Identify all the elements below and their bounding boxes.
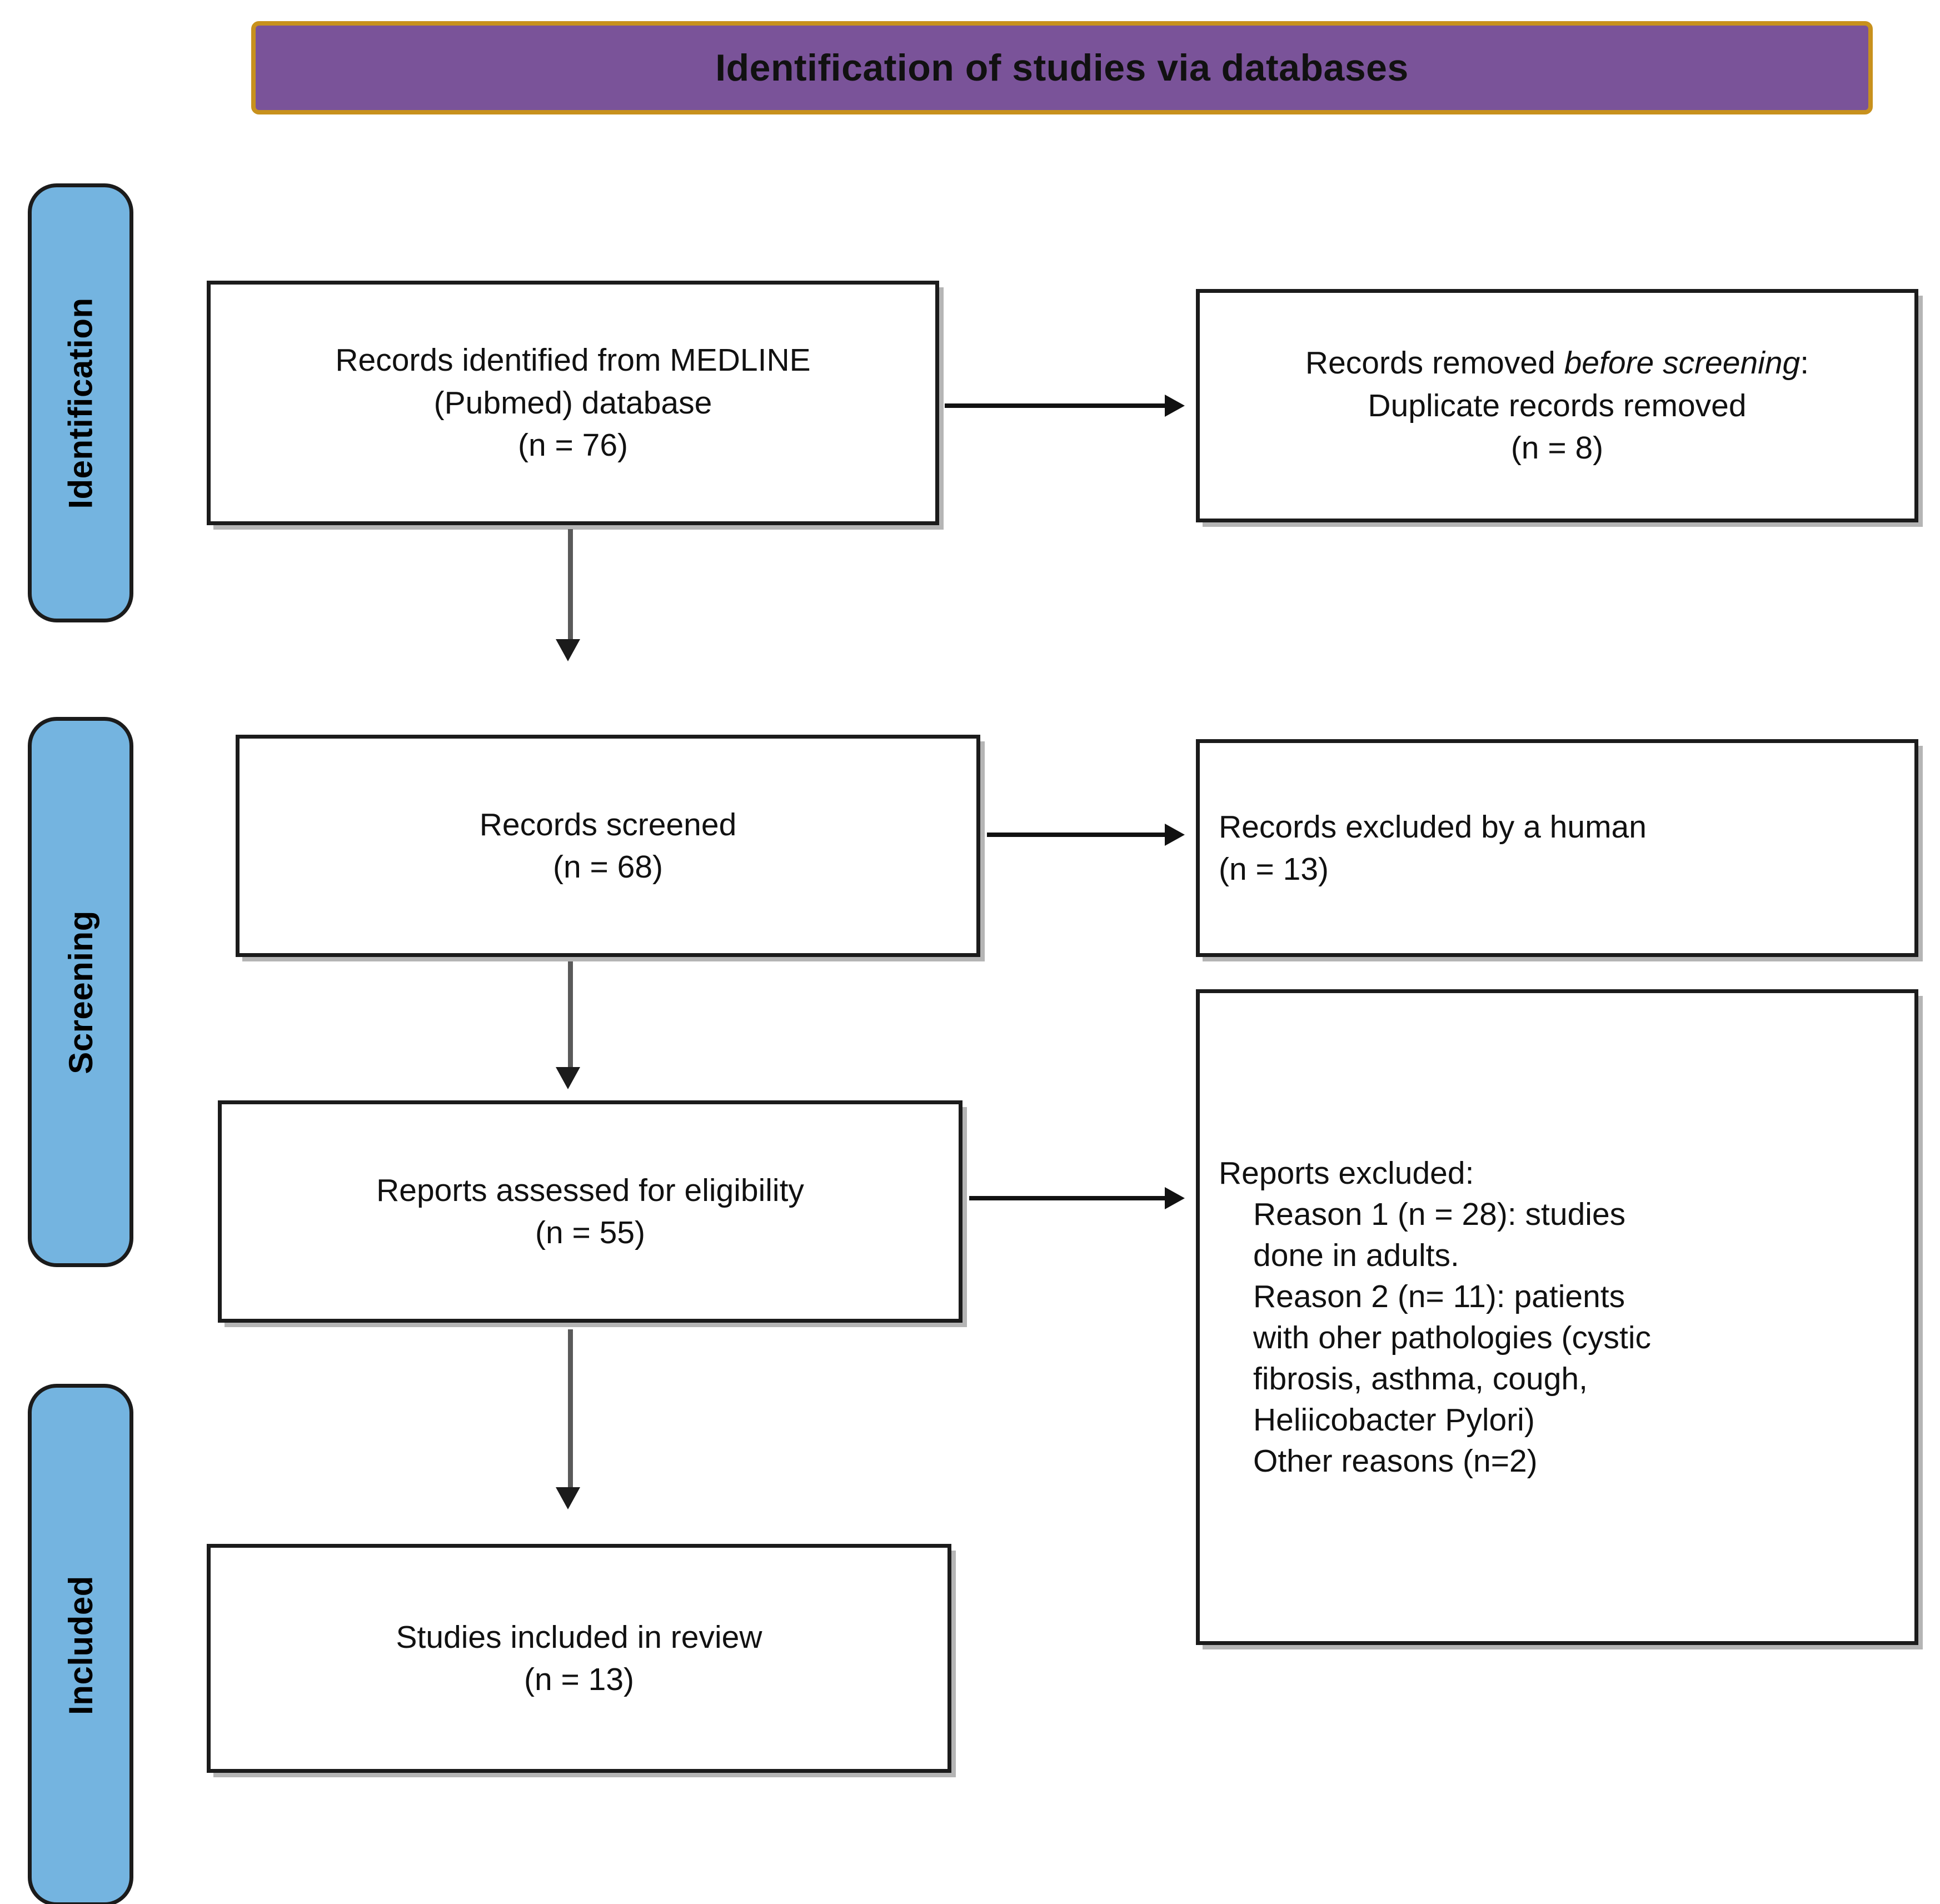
diagram-title: Identification of studies via databases	[715, 47, 1409, 89]
box-studies-included-text: Studies included in review (n = 13)	[211, 1616, 947, 1701]
reports-excluded-heading: Reports excluded:	[1219, 1155, 1474, 1191]
box-reports-excluded: Reports excluded: Reason 1 (n = 28): stu…	[1196, 989, 1918, 1645]
stage-pill-included: Included	[28, 1384, 133, 1904]
records-removed-count: (n = 8)	[1510, 430, 1604, 466]
reports-excluded-reason1-a: Reason 1 (n = 28): studies	[1253, 1196, 1626, 1232]
arrow-screened-to-excluded-head-icon	[1165, 824, 1185, 846]
stage-pill-screening: Screening	[28, 717, 133, 1267]
box-records-removed: Records removed before screening: Duplic…	[1196, 289, 1918, 522]
box-reports-excluded-text: Reports excluded: Reason 1 (n = 28): stu…	[1200, 1153, 1914, 1482]
stage-pill-identification: Identification	[28, 183, 133, 622]
arrow-screened-to-assessed-line	[568, 961, 573, 1073]
reports-assessed-count: (n = 55)	[535, 1215, 646, 1250]
reports-excluded-reason2-c: fibrosis, asthma, cough,	[1253, 1361, 1588, 1397]
box-studies-included: Studies included in review (n = 13)	[207, 1544, 951, 1773]
box-records-identified-text: Records identified from MEDLINE (Pubmed)…	[211, 339, 935, 466]
records-removed-line2: Duplicate records removed	[1368, 387, 1747, 423]
box-reports-assessed: Reports assessed for eligibility (n = 55…	[218, 1100, 962, 1323]
reports-excluded-reason2-d: Heliicobacter Pylori)	[1253, 1402, 1535, 1438]
box-records-excluded-human: Records excluded by a human (n = 13)	[1196, 739, 1918, 957]
diagram-header-banner: Identification of studies via databases	[251, 21, 1873, 114]
stage-label-identification: Identification	[62, 297, 99, 509]
studies-included-line1: Studies included in review	[396, 1619, 762, 1655]
arrow-screened-to-excluded-line	[987, 833, 1170, 837]
box-records-removed-text: Records removed before screening: Duplic…	[1200, 342, 1914, 469]
stage-label-included: Included	[62, 1575, 99, 1715]
arrow-identified-to-screened-head-icon	[556, 639, 580, 661]
records-screened-line1: Records screened	[479, 806, 737, 843]
reports-excluded-reason1-b: done in adults.	[1253, 1237, 1459, 1273]
reports-assessed-line1: Reports assessed for eligibility	[376, 1172, 804, 1208]
reports-excluded-reason2-b: with oher pathologies (cystic	[1253, 1320, 1652, 1355]
box-records-identified: Records identified from MEDLINE (Pubmed)…	[207, 281, 939, 525]
reports-excluded-reason2-a: Reason 2 (n= 11): patients	[1253, 1278, 1625, 1314]
records-removed-line1-prefix: Records removed	[1305, 345, 1564, 381]
stage-label-screening: Screening	[62, 910, 99, 1074]
arrow-assessed-to-reports-excluded-line	[969, 1196, 1170, 1200]
box-reports-assessed-text: Reports assessed for eligibility (n = 55…	[222, 1169, 959, 1254]
records-removed-line1-suffix: :	[1800, 345, 1809, 381]
arrow-identified-to-removed-line	[945, 403, 1169, 408]
records-identified-line2: (Pubmed) database	[433, 385, 712, 421]
box-records-screened: Records screened (n = 68)	[236, 735, 980, 957]
studies-included-count: (n = 13)	[523, 1662, 635, 1697]
arrow-identified-to-removed-head-icon	[1165, 395, 1185, 417]
records-excluded-human-count: (n = 13)	[1219, 851, 1329, 887]
records-excluded-human-line1: Records excluded by a human	[1219, 809, 1647, 845]
reports-excluded-other: Other reasons (n=2)	[1253, 1443, 1538, 1479]
arrow-identified-to-screened-line	[568, 529, 573, 645]
arrow-assessed-to-reports-excluded-head-icon	[1165, 1187, 1185, 1209]
arrow-screened-to-assessed-head-icon	[556, 1067, 580, 1089]
records-identified-line1: Records identified from MEDLINE	[335, 342, 811, 378]
records-identified-count: (n = 76)	[517, 427, 629, 463]
box-records-screened-text: Records screened (n = 68)	[240, 804, 976, 889]
arrow-assessed-to-included-line	[568, 1329, 573, 1494]
arrow-assessed-to-included-head-icon	[556, 1487, 580, 1509]
box-records-excluded-human-text: Records excluded by a human (n = 13)	[1200, 806, 1914, 891]
records-removed-line1-italic: before screening	[1564, 345, 1801, 381]
records-screened-count: (n = 68)	[552, 849, 664, 885]
